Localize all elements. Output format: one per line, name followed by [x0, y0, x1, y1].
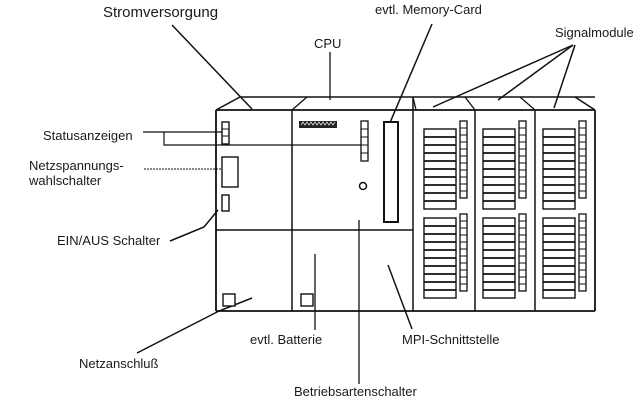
label-mains-connection: Netzanschluß	[79, 356, 159, 371]
plc-rack	[215, 96, 596, 312]
label-mpi-interface: MPI-Schnittstelle	[402, 332, 500, 347]
psu-status-leds	[221, 121, 230, 145]
mode-switch	[358, 181, 368, 191]
led-column	[518, 120, 527, 199]
memory-card-slot	[383, 121, 399, 223]
led-column	[459, 120, 468, 199]
label-battery: evtl. Batterie	[250, 332, 322, 347]
cpu-status-leds	[360, 120, 369, 162]
label-voltage-selector-2: wahlschalter	[28, 173, 102, 188]
label-status-indicators: Statusanzeigen	[43, 128, 133, 143]
on-off-switch	[221, 194, 230, 212]
label-memory-card: evtl. Memory-Card	[375, 2, 482, 17]
battery-compartment	[300, 293, 314, 307]
label-cpu: CPU	[314, 36, 341, 51]
voltage-selector-switch	[221, 156, 239, 188]
led-column	[518, 213, 527, 292]
rack-top-back	[215, 96, 595, 111]
leader-signal-3	[553, 44, 576, 109]
cpu-label-strip	[299, 121, 337, 128]
signal-module-details	[423, 120, 587, 299]
leader-power-supply	[171, 24, 253, 110]
leader-status-cpu	[163, 132, 364, 146]
label-voltage-selector-1: Netzspannungs-	[29, 158, 124, 173]
label-signal-modules: Signalmodule	[555, 25, 634, 40]
leader-mpi	[387, 264, 413, 330]
leader-signal-2	[497, 44, 574, 101]
mains-connector	[222, 293, 236, 307]
label-power-supply: Stromversorgung	[103, 4, 218, 21]
leader-on-off	[169, 209, 219, 242]
label-on-off-switch: EIN/AUS Schalter	[57, 233, 161, 248]
led-column	[459, 213, 468, 292]
led-column	[578, 120, 587, 199]
label-mode-switch: Betriebsartenschalter	[294, 384, 418, 399]
leader-memory-card	[385, 23, 433, 133]
led-column	[578, 213, 587, 292]
